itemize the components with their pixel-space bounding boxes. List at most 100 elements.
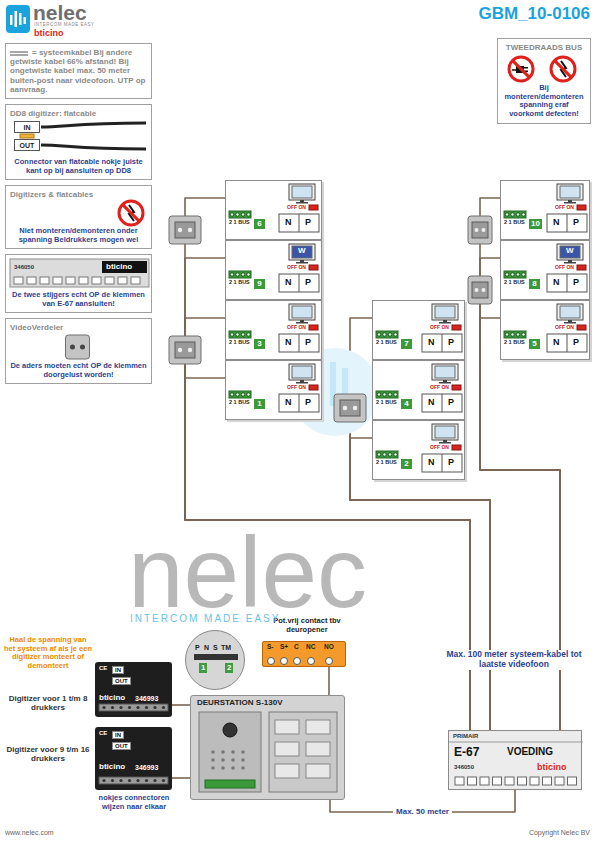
shape xyxy=(102,706,105,709)
shape xyxy=(279,274,319,292)
shape xyxy=(547,214,587,232)
shape xyxy=(443,380,447,382)
note-box: DD8 digitizer: flatcableConnector van fl… xyxy=(5,104,152,180)
note-text: De twee stijgers echt OP de klemmen van … xyxy=(10,291,147,308)
warning-text: TWEEDRAADS BUS xyxy=(502,43,586,52)
shape xyxy=(560,306,580,318)
shape xyxy=(296,262,308,264)
shape xyxy=(279,214,319,232)
shape xyxy=(10,259,149,287)
unit-label: P xyxy=(448,458,454,467)
shape xyxy=(455,777,464,785)
terminal-label: S xyxy=(213,644,218,651)
shape xyxy=(442,334,443,352)
connector-label: IN xyxy=(112,666,124,674)
shape xyxy=(442,454,443,472)
shape xyxy=(377,393,381,397)
footer-text: www.nelec.com xyxy=(5,829,54,836)
shape xyxy=(241,750,245,754)
shape xyxy=(376,331,398,338)
terminal-label: S+ xyxy=(280,644,288,651)
shape xyxy=(247,333,251,337)
node-art xyxy=(449,731,583,791)
shape xyxy=(205,780,255,788)
shape xyxy=(79,277,88,284)
note-text: nokjes connectoren wijzen naar elkaar xyxy=(93,794,175,811)
device-label: 346050 xyxy=(454,764,474,770)
note-text: VideoVerdeler xyxy=(10,323,147,332)
shape xyxy=(509,57,533,81)
shape xyxy=(452,325,461,330)
unit-label: W xyxy=(566,247,574,255)
shape xyxy=(505,333,509,337)
shape xyxy=(292,246,312,258)
unit-label: N xyxy=(285,338,292,347)
shape xyxy=(289,244,315,260)
bus-cable xyxy=(185,258,470,730)
shape xyxy=(10,54,28,56)
shape xyxy=(309,385,318,390)
shape xyxy=(557,184,583,200)
shape xyxy=(162,706,165,709)
shape xyxy=(309,325,318,330)
shape xyxy=(20,134,34,138)
shape xyxy=(241,758,245,762)
shape xyxy=(516,213,520,217)
note-text: De aders moeten echt OP de klemmen doorg… xyxy=(10,362,147,379)
shape xyxy=(439,442,451,444)
shape xyxy=(236,393,240,397)
shape xyxy=(299,334,300,352)
digitizer: bticino346993 xyxy=(95,727,172,790)
shape xyxy=(560,186,580,198)
shape xyxy=(432,364,458,380)
watermark: INTERCOM MADE EASY xyxy=(130,614,280,624)
apartment-unit: 2 1 BUS9NPOFF ONW xyxy=(225,240,322,300)
shape xyxy=(432,424,458,440)
shape xyxy=(247,273,251,277)
shape xyxy=(275,720,299,734)
shape xyxy=(247,393,251,397)
shape xyxy=(567,214,568,232)
unit-label: P xyxy=(305,398,311,407)
device-caption: Digitizer voor 9 t/m 16 drukkers xyxy=(4,745,92,763)
terminal-label: 1 xyxy=(199,663,207,673)
shape xyxy=(443,320,447,322)
shape xyxy=(524,67,528,69)
shape xyxy=(568,777,577,785)
shape xyxy=(522,213,526,217)
shape xyxy=(211,758,215,762)
watermark: nelec xyxy=(128,522,367,622)
shape xyxy=(102,261,147,273)
shape xyxy=(289,304,315,320)
shape xyxy=(422,454,462,472)
unit-label: N xyxy=(428,338,435,347)
shape xyxy=(199,712,261,792)
shape xyxy=(443,440,447,442)
shape xyxy=(300,380,304,382)
shape xyxy=(153,706,156,709)
unit-label: OFF ON xyxy=(555,325,574,330)
shape xyxy=(504,331,526,338)
shape xyxy=(452,445,461,450)
shape xyxy=(439,382,451,384)
shape xyxy=(504,271,526,278)
bus-cable xyxy=(185,198,470,730)
shape xyxy=(119,706,122,709)
note-text: DD8 digitizer: flatcable xyxy=(10,109,147,118)
unit-label: 2 1 BUS xyxy=(376,400,397,406)
shape xyxy=(53,277,62,284)
shape xyxy=(221,750,225,754)
unit-label: 2 1 BUS xyxy=(504,220,525,226)
shape xyxy=(435,306,455,318)
shape xyxy=(211,750,215,754)
terminal-label: P xyxy=(195,644,200,651)
shape xyxy=(435,366,455,378)
shape xyxy=(522,273,526,277)
unit-label: OFF ON xyxy=(555,205,574,210)
shape xyxy=(505,213,509,217)
shape xyxy=(388,393,392,397)
shape xyxy=(309,205,318,210)
shape xyxy=(394,393,398,397)
unit-label: N xyxy=(553,338,560,347)
